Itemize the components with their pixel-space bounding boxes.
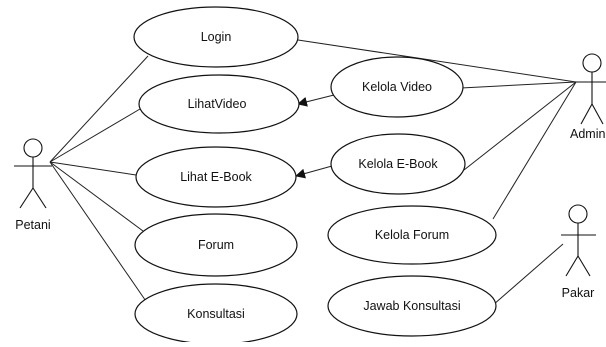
assoc-petani-forum xyxy=(49,161,144,232)
actor-pakar[interactable]: Pakar xyxy=(561,204,596,300)
use-case-kelola-forum-label: Kelola Forum xyxy=(375,228,449,242)
use-case-lihat-video-label: LihatVideo xyxy=(188,97,247,111)
actor-petani-label: Petani xyxy=(15,218,50,232)
assoc-pakar-jawab-konsultasi xyxy=(492,243,564,306)
use-case-login-label: Login xyxy=(201,30,232,44)
use-case-konsultasi-label: Konsultasi xyxy=(187,307,245,321)
use-case-login[interactable]: Login xyxy=(133,6,299,68)
actor-admin-label: Admin xyxy=(570,127,605,141)
assoc-petani-lihat-ebook xyxy=(49,161,137,176)
assoc-admin-kelola-video xyxy=(460,81,577,89)
actor-pakar-label: Pakar xyxy=(562,286,595,300)
assoc-petani-login xyxy=(49,55,149,163)
use-case-forum[interactable]: Forum xyxy=(134,213,298,277)
actor-petani[interactable]: Petani xyxy=(14,138,52,232)
assoc-admin-kelola-ebook xyxy=(463,81,577,171)
arrow-kelola-video-to-lihat-video xyxy=(297,94,335,107)
actor-admin[interactable]: Admin xyxy=(570,53,606,141)
use-case-kelola-forum[interactable]: Kelola Forum xyxy=(327,205,497,265)
assoc-petani-lihat-video xyxy=(49,108,141,163)
use-case-forum-label: Forum xyxy=(198,238,234,252)
use-case-jawab-konsultasi[interactable]: Jawab Konsultasi xyxy=(327,275,497,337)
assoc-admin-login xyxy=(297,39,577,83)
use-case-lihat-video[interactable]: LihatVideo xyxy=(138,74,300,134)
use-case-kelola-video-label: Kelola Video xyxy=(362,80,432,94)
use-case-konsultasi[interactable]: Konsultasi xyxy=(134,283,298,345)
arrow-kelola-ebook-to-lihat-ebook xyxy=(295,165,333,179)
assoc-petani-konsultasi xyxy=(49,161,151,308)
assoc-admin-kelola-forum xyxy=(492,81,577,220)
use-case-kelola-ebook-label: Kelola E-Book xyxy=(358,157,438,171)
use-case-kelola-video[interactable]: Kelola Video xyxy=(330,56,464,118)
use-case-jawab-konsultasi-label: Jawab Konsultasi xyxy=(363,299,460,313)
use-case-kelola-ebook[interactable]: Kelola E-Book xyxy=(330,133,466,195)
use-case-lihat-ebook[interactable]: Lihat E-Book xyxy=(135,146,297,208)
use-case-lihat-ebook-label: Lihat E-Book xyxy=(180,170,252,184)
